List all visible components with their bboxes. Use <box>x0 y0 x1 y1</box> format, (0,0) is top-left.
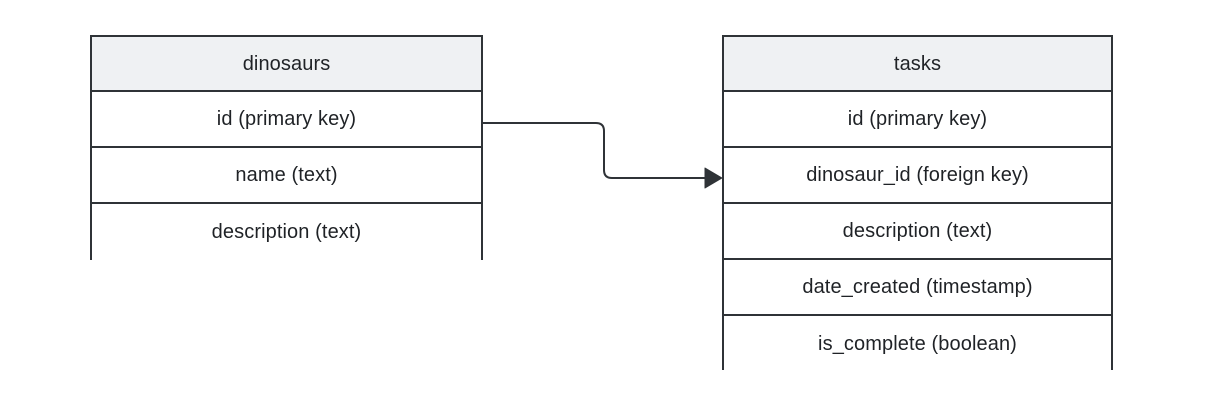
entity-field-row[interactable]: date_created (timestamp) <box>724 260 1111 316</box>
entity-table-dinosaurs[interactable]: dinosaurs id (primary key) name (text) d… <box>90 35 483 260</box>
entity-table-tasks[interactable]: tasks id (primary key) dinosaur_id (fore… <box>722 35 1113 372</box>
entity-field-row[interactable]: description (text) <box>724 204 1111 260</box>
entity-field-row[interactable]: id (primary key) <box>92 92 481 148</box>
relationship-arrowhead-icon <box>704 167 723 189</box>
entity-field-row[interactable]: dinosaur_id (foreign key) <box>724 148 1111 204</box>
entity-title-dinosaurs: dinosaurs <box>92 37 481 92</box>
entity-field-row[interactable]: name (text) <box>92 148 481 204</box>
relationship-line-dinosaurs-to-tasks[interactable] <box>483 122 705 179</box>
entity-field-row[interactable]: description (text) <box>92 204 481 260</box>
entity-field-row[interactable]: is_complete (boolean) <box>724 316 1111 372</box>
entity-title-tasks: tasks <box>724 37 1111 92</box>
entity-field-row[interactable]: id (primary key) <box>724 92 1111 148</box>
